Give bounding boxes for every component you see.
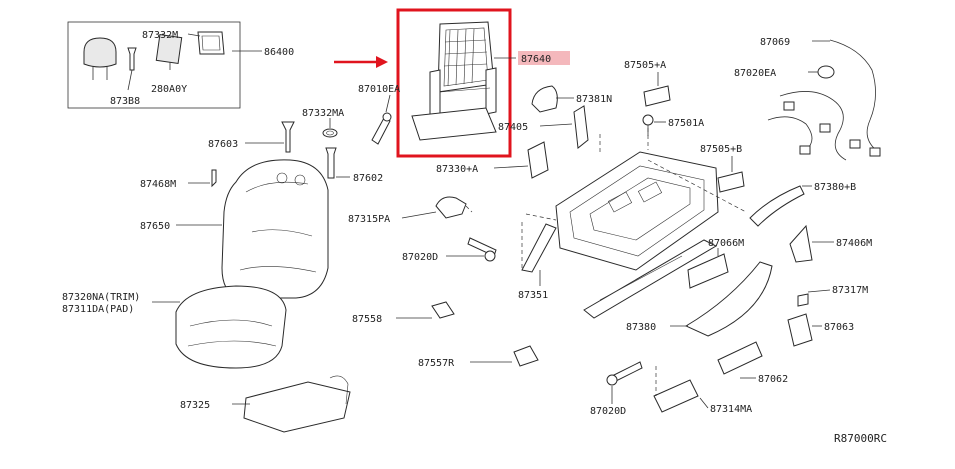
knob-87062 [717,341,763,379]
label-86400: 86400 [264,47,294,58]
label-87351: 87351 [518,290,548,301]
headrest-guides [245,118,350,179]
cover-87406m [789,224,834,263]
label-87640: 87640 [521,54,551,65]
label-87311da: 87311DA(PAD) [62,304,134,315]
label-87332ma: 87332MA [302,108,344,119]
headrest-inset [67,21,262,109]
label-87066m: 87066M [708,238,744,249]
clip-87317m [797,289,831,307]
pointer-arrow [334,56,388,68]
seat-back-frame-highlight [396,8,516,158]
label-87557r: 87557R [418,358,455,369]
label-87330a: 87330+A [436,164,478,175]
part-87558 [396,301,455,319]
label-87020ea: 87020EA [734,68,776,79]
hook-87468m [188,169,217,188]
reference-code: R87000RC [834,432,887,445]
label-87388: 873B8 [110,96,140,107]
cover-87330a [493,141,549,179]
label-87332m: 87332M [142,30,178,41]
label-87468m: 87468M [140,179,176,190]
bolt-87501a [642,114,666,136]
bolt-87020d-b [606,361,643,404]
label-87062: 87062 [758,374,788,385]
part-87557r [470,345,539,367]
label-87317m: 87317M [832,285,868,296]
label-280a0y: 280A0Y [151,84,187,95]
label-87380: 87380 [626,322,656,333]
label-87325: 87325 [180,400,210,411]
bracket-87505b [717,156,745,193]
label-87603: 87603 [208,139,238,150]
bracket-87505a [643,72,671,107]
label-87505b: 87505+B [700,144,742,155]
label-87501a: 87501A [668,118,704,129]
label-87010ea: 87010EA [358,84,400,95]
cover-87066m [687,248,729,289]
label-87020d-a: 87020D [402,252,438,263]
label-87063: 87063 [824,322,854,333]
bolt-87010ea [371,94,392,145]
label-87320na: 87320NA(TRIM) [62,292,140,303]
label-87406m: 87406M [836,238,872,249]
label-87380b: 87380+B [814,182,856,193]
label-87314ma: 87314MA [710,404,752,415]
bolt-87020d-a [446,237,497,262]
label-87650: 87650 [140,221,170,232]
seat-cushion [152,285,287,369]
bracket-87315pa [401,196,473,219]
label-87405: 87405 [498,122,528,133]
label-87315pa: 87315PA [348,214,390,225]
cover-87405 [539,105,589,149]
clip-87020ea [808,65,835,79]
label-87505a: 87505+A [624,60,666,71]
cover-87381n [531,85,574,113]
label-87558: 87558 [352,314,382,325]
finisher-87380 [670,261,773,337]
bracket-87314ma [653,366,709,413]
seat-cushion-pan [232,375,351,433]
cover-87380b [749,185,812,227]
label-87020d-b: 87020D [590,406,626,417]
harness-87069 [767,39,881,161]
label-87602: 87602 [353,173,383,184]
seat-adjuster-frame [521,128,747,319]
label-87069: 87069 [760,37,790,48]
seat-back-trim [176,159,329,299]
knob-87063 [787,313,822,347]
label-87640-bg [518,51,570,65]
label-87381n: 87381N [576,94,612,105]
